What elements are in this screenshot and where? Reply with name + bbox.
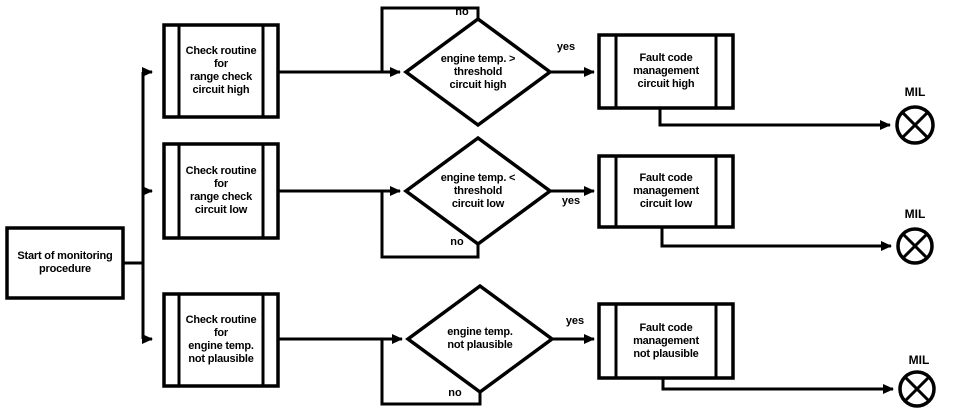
start-node-label: Start of monitoring procedure [17, 250, 113, 275]
decision-node-2 [403, 135, 553, 247]
no-loop-1 [380, 6, 480, 71]
fault-node-2-label: Fault code management circuit low [633, 172, 699, 210]
no-loop-2 [380, 192, 480, 259]
mil-lamp-icon-3 [898, 370, 936, 408]
decision-node-2-label: engine temp. < threshold circuit low [440, 171, 516, 210]
no-loops [380, 6, 482, 406]
no-label-3: no [448, 387, 462, 399]
check-node-2 [162, 142, 280, 240]
fault-node-3 [597, 302, 735, 380]
check-node-1-label: Check routine for range check circuit hi… [185, 45, 257, 96]
check-node-3 [162, 292, 280, 388]
mil-label-1: MIL [904, 85, 926, 99]
branch-connectors [123, 67, 153, 344]
decision-node-1-label: engine temp. > threshold circuit high [440, 52, 516, 91]
fault-node-1-label: Fault code management circuit high [633, 52, 699, 90]
mil-label-2: MIL [904, 207, 926, 221]
mil-lamp-icon-2 [896, 227, 934, 265]
mil-label-3: MIL [908, 353, 930, 367]
fault-nodes [597, 33, 735, 380]
fault-node-3-label: Fault code management not plausible [633, 321, 699, 360]
no-loop-3 [380, 340, 482, 406]
yes-label-2: yes [561, 195, 581, 207]
fault-node-1 [597, 33, 735, 110]
yes-label-3: yes [565, 315, 585, 327]
check-decision-connectors [278, 67, 403, 344]
yes-connectors [550, 67, 595, 344]
start-node [5, 226, 125, 300]
mil-lamps [895, 105, 936, 408]
decision-node-1 [403, 16, 553, 128]
mil-lamp-icon-1 [895, 105, 935, 145]
decision-nodes [403, 16, 555, 395]
mil-connectors [658, 108, 894, 394]
check-node-2-label: Check routine for range check circuit lo… [185, 165, 257, 216]
no-label-2: no [450, 236, 464, 248]
decision-node-3 [405, 283, 555, 395]
connector-mil-3 [661, 378, 894, 394]
check-node-3-label: Check routine for engine temp. not plaus… [185, 314, 257, 365]
no-label-1: no [455, 6, 469, 18]
connector-mil-2 [660, 227, 892, 251]
yes-label-1: yes [556, 41, 576, 53]
decision-node-3-label: engine temp. not plausible [447, 326, 513, 351]
fault-node-2 [597, 154, 735, 229]
connector-mil-1 [658, 108, 891, 130]
check-nodes [162, 23, 280, 388]
